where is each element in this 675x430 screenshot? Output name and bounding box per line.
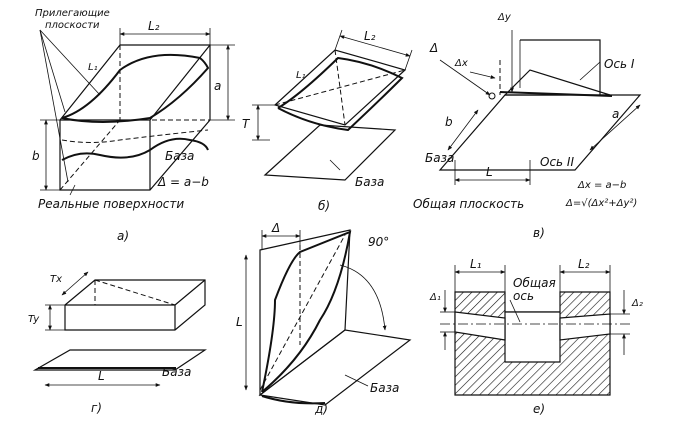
fig-a-b-label: b — [32, 149, 40, 163]
figure-e: Общая ось L₁ L₂ Δ₁ Δ₂ е) — [429, 257, 643, 416]
fig-d-caption: д) — [314, 402, 328, 416]
fig-d-angle-label: 90° — [368, 235, 389, 249]
fig-b-l2-label: L₂ — [364, 29, 376, 43]
fig-v-formula2: Δ=√(Δx²+Δy²) — [565, 198, 637, 209]
fig-d-l-label: L — [236, 315, 243, 329]
fig-a-l1-label: L₁ — [88, 62, 98, 73]
fig-v-delta-label: Δ — [429, 41, 438, 55]
figure-g: L База Ty Tx г) — [28, 271, 207, 415]
fig-v-common-plane-label: Общая плоскость — [413, 197, 524, 211]
figure-v: Δ Δx Δy Ось I b a L База Ось II Общая пл… — [413, 12, 642, 240]
fig-b-l1-label: L₁ — [296, 70, 306, 81]
fig-v-base-label: База — [425, 151, 454, 165]
figure-b: T L₂ L₁ База б) — [242, 29, 413, 213]
fig-d-base-label: База — [370, 381, 399, 395]
fig-v-l-label: L — [486, 165, 493, 179]
fig-v-dy-label: Δy — [497, 12, 512, 23]
fig-a-l2-label: L₂ — [148, 19, 160, 33]
fig-g-tx-label: Tx — [50, 274, 62, 285]
fig-e-common-axis-label-1: Общая — [513, 276, 556, 290]
fig-e-l2-label: L₂ — [578, 257, 590, 271]
fig-v-b-label: b — [445, 115, 453, 129]
adjacent-planes-label-1: Прилегающие — [35, 8, 110, 19]
fig-g-base-label: База — [162, 365, 191, 379]
fig-a-real-surfaces-label: Реальные поверхности — [38, 197, 184, 211]
fig-a-a-label: a — [214, 79, 221, 93]
fig-g-caption: г) — [91, 401, 102, 415]
fig-g-l-label: L — [98, 369, 105, 383]
fig-a-formula: Δ = a−b — [157, 175, 209, 189]
figure-d: 90° Δ L База д) — [236, 221, 412, 416]
fig-v-formula1: Δx = a−b — [577, 180, 626, 191]
fig-e-common-axis-label-2: ось — [513, 289, 534, 303]
fig-v-axis1-label: Ось I — [604, 57, 635, 71]
adjacent-planes-label-2: плоскости — [45, 20, 100, 31]
fig-b-caption: б) — [318, 199, 330, 213]
fig-v-a-label: a — [612, 107, 619, 121]
fig-e-d2-label: Δ₂ — [631, 298, 643, 309]
fig-e-d1-label: Δ₁ — [429, 292, 441, 303]
fig-v-axis2-label: Ось II — [540, 155, 574, 169]
fig-d-delta-label: Δ — [271, 221, 280, 235]
fig-g-ty-label: Ty — [28, 314, 40, 325]
fig-e-caption: е) — [533, 402, 545, 416]
fig-e-l1-label: L₁ — [470, 257, 482, 271]
figure-a: Прилегающие плоскости L₂ L₁ a b База Δ =… — [32, 8, 235, 243]
fig-v-caption: в) — [533, 226, 545, 240]
fig-b-base-label: База — [355, 175, 384, 189]
fig-v-dx-label: Δx — [454, 58, 468, 69]
fig-a-base-label: База — [165, 149, 194, 163]
fig-a-caption: а) — [117, 229, 129, 243]
fig-b-t-label: T — [242, 117, 251, 131]
